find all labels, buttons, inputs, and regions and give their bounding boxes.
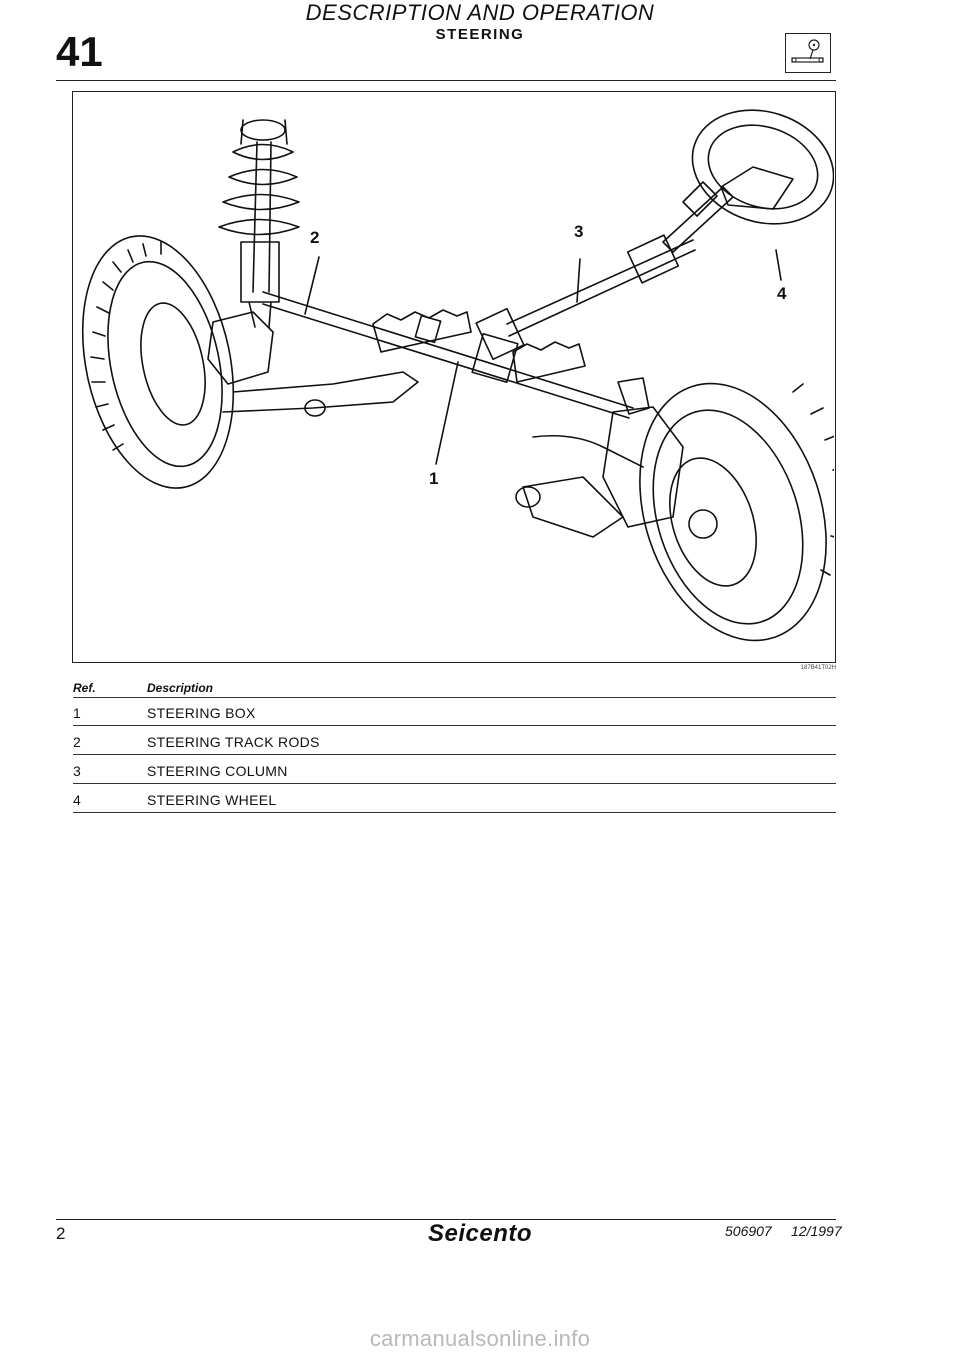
steering-column-icon	[475, 181, 734, 361]
table-row-description: STEERING TRACK RODS	[147, 734, 320, 750]
table-row-ref: 3	[73, 763, 82, 779]
table-row-ref: 1	[73, 705, 82, 721]
section-number: 41	[56, 28, 103, 75]
steering-system-illustration	[72, 91, 844, 663]
callout-4: 4	[777, 284, 787, 303]
callout-2: 2	[310, 228, 320, 247]
figure-code: 187B41T02H	[800, 665, 836, 671]
left-wheel-icon	[81, 235, 235, 489]
table-header-ref: Ref.	[73, 681, 96, 695]
watermark: carmanualsonline.info	[369, 1326, 591, 1351]
left-lower-arm	[222, 371, 419, 413]
table-row-description: STEERING COLUMN	[147, 763, 288, 779]
table-row-ref: 2	[73, 734, 82, 750]
page-subtitle: STEERING	[435, 26, 525, 43]
steering-wheel-icon	[691, 109, 835, 225]
steering-system-icon	[785, 33, 831, 73]
brand-logo: Seicento	[427, 1220, 533, 1247]
footer-rule	[56, 1219, 836, 1220]
right-wheel-icon	[639, 382, 844, 642]
document-number: 506907	[725, 1223, 772, 1239]
table-rule	[73, 725, 836, 726]
page-number: 2	[56, 1224, 66, 1243]
page-title: DESCRIPTION AND OPERATION	[305, 0, 655, 25]
steering-rack-icon	[262, 291, 634, 419]
document-date: 12/1997	[791, 1223, 842, 1239]
table-rule	[73, 783, 836, 784]
header-rule	[56, 80, 836, 81]
table-row-ref: 4	[73, 792, 82, 808]
table-rule	[73, 697, 836, 698]
table-header-description: Description	[147, 681, 214, 695]
left-strut-icon	[218, 119, 300, 328]
table-rule	[73, 812, 836, 813]
table-rule	[73, 754, 836, 755]
right-lower-arm	[522, 476, 624, 538]
callout-3: 3	[574, 222, 584, 241]
callout-1: 1	[429, 469, 439, 488]
table-row-description: STEERING WHEEL	[147, 792, 277, 808]
table-row-description: STEERING BOX	[147, 705, 256, 721]
